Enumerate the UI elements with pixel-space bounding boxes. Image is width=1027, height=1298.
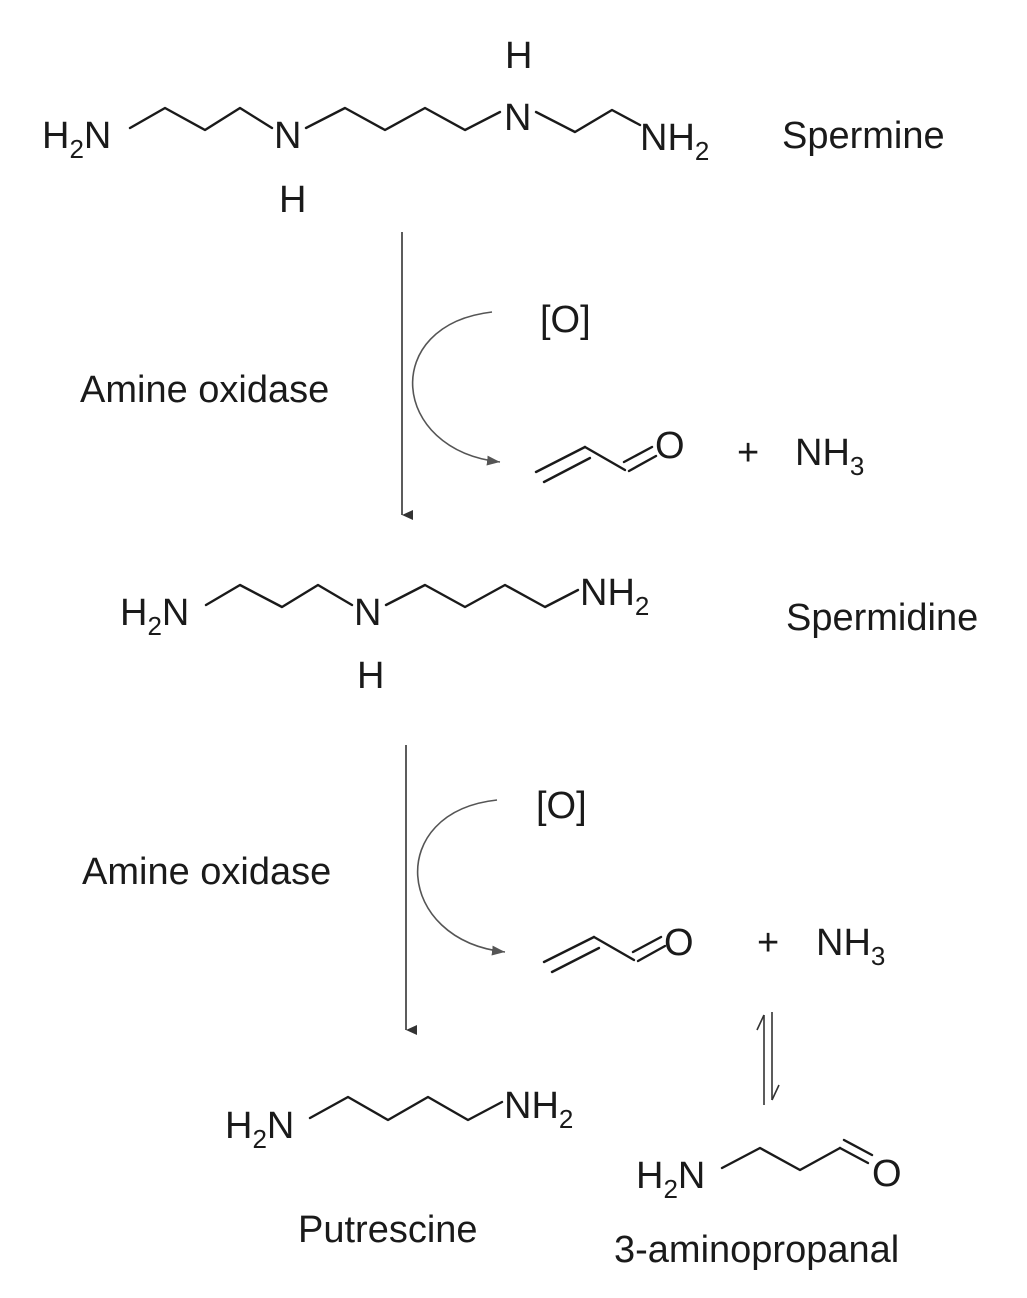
spermidine-nh2: NH2 (580, 572, 649, 621)
spermidine-bond-chain-2 (384, 583, 580, 609)
equilibrium-arrows (756, 1012, 780, 1105)
enzyme-label-2: Amine oxidase (82, 851, 331, 893)
plus-2: + (757, 922, 779, 964)
aminopropanal-bond-chain (720, 1146, 842, 1172)
acrolein-2: O (542, 922, 694, 974)
aminopropanal-structure: H2N O (636, 1138, 902, 1204)
spermine-n2-h: H (505, 35, 532, 77)
spermine-bond-chain-1 (128, 106, 274, 132)
ammonia-2: NH3 (816, 922, 885, 971)
aminopropanal-label: 3-aminopropanal (614, 1229, 899, 1271)
spermine-bond-chain-2 (304, 106, 502, 132)
acrolein-1-o: O (655, 425, 685, 467)
putrescine-nh2: NH2 (504, 1085, 573, 1134)
spermine-label: Spermine (782, 115, 945, 157)
enzyme-label-1: Amine oxidase (80, 369, 329, 411)
ammonia-1: NH3 (795, 432, 864, 481)
spermidine-n: N (354, 592, 381, 634)
spermine-n1-h: H (279, 179, 306, 221)
acrolein-1: O (534, 425, 685, 484)
oxidant-label-2: [O] (536, 785, 587, 827)
spermine-bond-chain-3 (534, 108, 642, 134)
spermidine-n-h: H (357, 655, 384, 697)
aminopropanal-o: O (872, 1153, 902, 1195)
curved-arrow-1 (411, 311, 501, 466)
acrolein-2-o: O (664, 922, 694, 964)
spermine-structure: H2N N H N H NH2 (42, 35, 709, 221)
putrescine-structure: H2N NH2 (225, 1085, 573, 1154)
putrescine-label: Putrescine (298, 1209, 478, 1251)
putrescine-h2n: H2N (225, 1105, 294, 1154)
spermine-n2: N (504, 97, 531, 139)
aminopropanal-h2n: H2N (636, 1155, 705, 1204)
spermidine-structure: H2N N H NH2 (120, 572, 649, 697)
spermine-nh2: NH2 (640, 117, 709, 166)
oxidant-label-1: [O] (540, 299, 591, 341)
spermidine-bond-chain-1 (204, 583, 354, 609)
curved-arrow-2 (416, 799, 506, 956)
plus-1: + (737, 432, 759, 474)
putrescine-bond-chain (308, 1095, 504, 1122)
spermine-n1: N (274, 115, 301, 157)
spermine-h2n: H2N (42, 115, 111, 164)
spermidine-h2n: H2N (120, 592, 189, 641)
spermidine-label: Spermidine (786, 597, 978, 639)
